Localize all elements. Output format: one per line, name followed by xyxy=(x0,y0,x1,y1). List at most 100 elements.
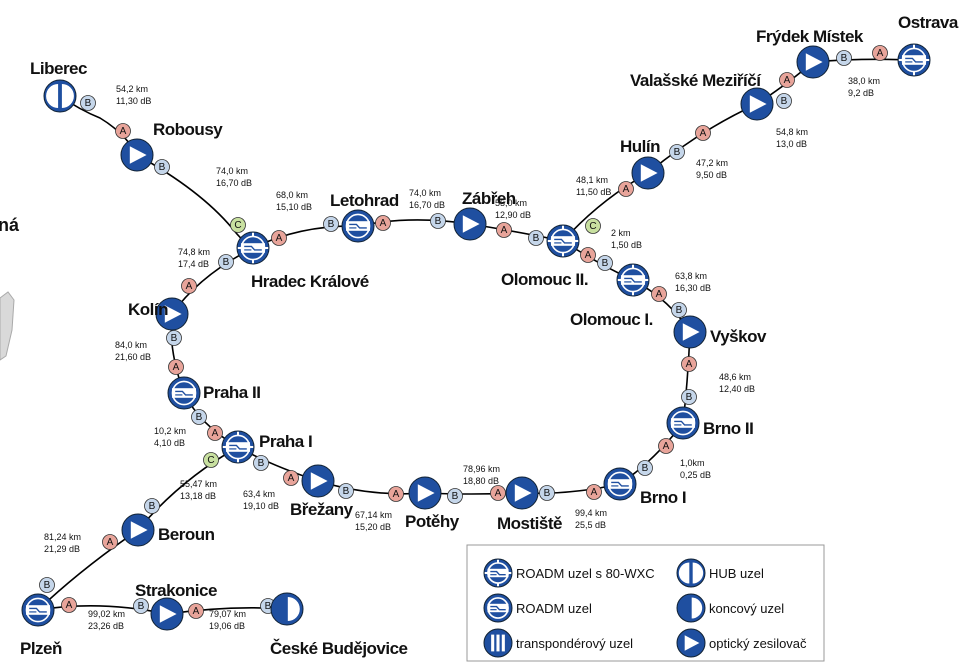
node-praha1[interactable] xyxy=(221,430,255,464)
node-budejovice[interactable] xyxy=(270,592,304,626)
node-robousy[interactable] xyxy=(120,138,154,172)
span-spec-ph1-ph2: 10,2 km4,10 dB xyxy=(154,426,186,448)
legend-item-transponder: transpondérový uzel xyxy=(483,628,633,658)
node-poteny[interactable] xyxy=(408,476,442,510)
legend-item-amplifier: optický zesilovač xyxy=(676,628,807,658)
node-label-kolin: Kolín xyxy=(128,300,168,319)
node-olomouc2[interactable] xyxy=(546,224,580,258)
span-distance: 84,0 km xyxy=(115,340,147,350)
node-label-letohrad: Letohrad xyxy=(330,191,399,210)
node-frydek[interactable] xyxy=(796,45,830,79)
node-label-frydek: Frýdek Místek xyxy=(756,27,864,46)
legend-item-hub: HUB uzel xyxy=(676,558,764,588)
node-olomouc1[interactable] xyxy=(616,263,650,297)
amplifier-icon xyxy=(505,476,539,510)
span-spec-ol2-ol1: 2 km1,50 dB xyxy=(611,228,642,250)
node-praha2[interactable] xyxy=(167,376,201,410)
node-mostiste[interactable] xyxy=(505,476,539,510)
node-kolin[interactable] xyxy=(155,297,189,331)
span-attenuation: 11,50 dB xyxy=(576,187,611,197)
node-label-vyskov: Vyškov xyxy=(710,327,767,346)
roadm-icon xyxy=(603,467,637,501)
node-label-beroun: Beroun xyxy=(158,525,215,544)
span-attenuation: 15,20 dB xyxy=(355,522,391,532)
port-b-marker: B xyxy=(253,455,269,471)
node-hradec[interactable] xyxy=(236,231,270,265)
node-liberec[interactable] xyxy=(43,79,77,113)
svg-text:A: A xyxy=(501,225,508,236)
node-brno1[interactable] xyxy=(603,467,637,501)
svg-text:B: B xyxy=(533,233,540,244)
svg-text:A: A xyxy=(393,489,400,500)
amplifier-icon xyxy=(796,45,830,79)
span-distance: 2 km xyxy=(611,228,631,238)
port-b-marker: B xyxy=(671,302,687,318)
svg-text:A: A xyxy=(585,250,592,261)
node-zabreh[interactable] xyxy=(453,207,487,241)
node-label-poteny: Potěhy xyxy=(405,512,460,531)
node-beroun[interactable] xyxy=(121,513,155,547)
svg-text:B: B xyxy=(44,580,51,591)
node-hulin[interactable] xyxy=(631,156,665,190)
svg-text:B: B xyxy=(85,98,92,109)
span-attenuation: 9,50 dB xyxy=(696,170,727,180)
span-spec-hul-val: 47,2 km9,50 dB xyxy=(696,158,728,180)
span-distance: 63,4 km xyxy=(243,489,275,499)
hub-icon xyxy=(676,558,706,588)
port-b-marker: B xyxy=(447,488,463,504)
svg-text:B: B xyxy=(258,458,265,469)
svg-text:B: B xyxy=(781,96,788,107)
port-c-marker: C xyxy=(230,217,246,233)
port-a-marker: A xyxy=(271,230,287,246)
span-attenuation: 9,2 dB xyxy=(848,88,874,98)
port-b-marker: B xyxy=(144,498,160,514)
amplifier-icon xyxy=(631,156,665,190)
svg-text:A: A xyxy=(495,488,502,499)
node-valasske[interactable] xyxy=(740,87,774,121)
span-attenuation: 13,0 dB xyxy=(776,139,807,149)
port-b-marker: B xyxy=(776,93,792,109)
port-b-marker: B xyxy=(338,483,354,499)
port-a-marker: A xyxy=(188,603,204,619)
span-attenuation: 12,90 dB xyxy=(495,210,531,220)
span-attenuation: 23,26 dB xyxy=(88,621,124,631)
node-brno2[interactable] xyxy=(666,406,700,440)
legend-label: transpondérový uzel xyxy=(516,636,633,651)
svg-text:B: B xyxy=(676,305,683,316)
node-brezany[interactable] xyxy=(301,464,335,498)
port-b-marker: B xyxy=(323,216,339,232)
node-ostrava[interactable] xyxy=(897,43,931,77)
node-plzen[interactable] xyxy=(21,593,55,627)
span-attenuation: 11,30 dB xyxy=(116,96,151,106)
span-attenuation: 17,4 dB xyxy=(178,259,209,269)
port-a-marker: A xyxy=(681,356,697,372)
roadm-icon xyxy=(666,406,700,440)
legend-item-terminal: koncový uzel xyxy=(676,593,784,623)
span-distance: 55,47 km xyxy=(180,479,217,489)
node-vyskov[interactable] xyxy=(673,315,707,349)
svg-text:A: A xyxy=(686,359,693,370)
node-letohrad[interactable] xyxy=(341,209,375,243)
node-strakonice[interactable] xyxy=(150,597,184,631)
svg-text:A: A xyxy=(193,606,200,617)
hub-icon xyxy=(43,79,77,113)
node-label-brezany: Břežany xyxy=(290,500,354,519)
node-label-valasske: Valašské Meziříčí xyxy=(630,71,762,90)
span-distance: 54,8 km xyxy=(776,127,808,137)
span-attenuation: 21,29 dB xyxy=(44,544,80,554)
port-b-marker: B xyxy=(430,213,446,229)
legend-label: optický zesilovač xyxy=(709,636,807,651)
port-a-marker: A xyxy=(375,215,391,231)
